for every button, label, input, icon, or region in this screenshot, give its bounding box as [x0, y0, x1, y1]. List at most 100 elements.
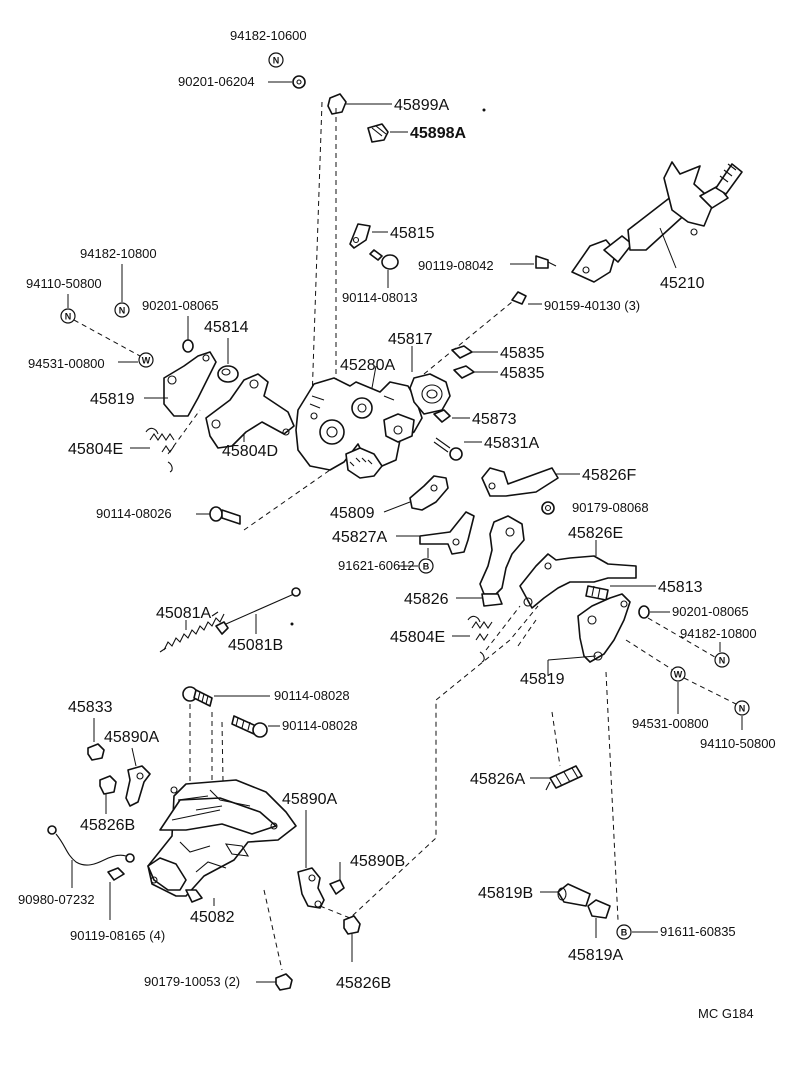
label-91621-60612: 91621-60612	[338, 558, 415, 573]
label-45826f: 45826F	[582, 467, 636, 484]
bolt-90159-40130	[511, 291, 527, 305]
label-45819a: 45819A	[568, 947, 623, 964]
svg-text:N: N	[119, 306, 126, 316]
label-45826b-left: 45826B	[80, 817, 135, 834]
nut-n-top: N	[268, 52, 284, 68]
label-45826e: 45826E	[568, 525, 623, 542]
bushing-45899a	[327, 93, 347, 115]
bracket-45827a	[419, 511, 475, 555]
label-45835-a: 45835	[500, 345, 545, 362]
washer-top	[292, 75, 306, 89]
label-90119-08042: 90119-08042	[418, 258, 494, 273]
label-45210: 45210	[660, 275, 705, 292]
label-45831a: 45831A	[484, 435, 539, 452]
label-45809: 45809	[330, 505, 375, 522]
spring-45804e-right	[467, 615, 493, 663]
label-94531-00800-right: 94531-00800	[632, 716, 709, 731]
lever-45826e	[519, 553, 637, 609]
bolt-b-91611: B	[616, 924, 632, 940]
bolt-45898a	[367, 123, 389, 143]
lever-45809	[409, 475, 449, 511]
label-90179-08068: 90179-08068	[572, 500, 649, 515]
nut-n-farright: N	[734, 700, 750, 716]
label-45819-right: 45819	[520, 671, 565, 688]
svg-text:N: N	[739, 704, 746, 714]
bushing-45890b	[329, 879, 345, 895]
label-45873: 45873	[472, 411, 517, 428]
pad-45835-b	[453, 365, 475, 379]
nut-n-farleft: N	[60, 308, 76, 324]
label-45819b: 45819B	[478, 885, 533, 902]
bolt-45831a	[433, 437, 463, 461]
lever-45819-left	[163, 351, 217, 417]
bolt-90114-08028-b	[231, 715, 268, 738]
label-45817: 45817	[388, 331, 433, 348]
label-90114-08026: 90114-08026	[96, 506, 172, 521]
label-90201-08065-right: 90201-08065	[672, 604, 749, 619]
label-90201-08065-left: 90201-08065	[142, 298, 219, 313]
label-45898a: 45898A	[410, 125, 466, 142]
nut-45833	[87, 743, 105, 761]
washer-w-left: W	[138, 352, 154, 368]
label-45280a: 45280A	[340, 357, 395, 374]
wire-90980-07232	[47, 825, 135, 866]
label-90119-08165: 90119-08165 (4)	[70, 928, 165, 943]
pad-45835-a	[451, 345, 473, 359]
label-94110-50800-left: 94110-50800	[26, 276, 102, 291]
svg-text:B: B	[621, 928, 628, 938]
bolt-b-91621: B	[418, 558, 434, 574]
nut-n-right: N	[714, 652, 730, 668]
label-45890a-left: 45890A	[104, 729, 159, 746]
label-45827a: 45827A	[332, 529, 387, 546]
lever-45826	[479, 515, 525, 607]
label-90201-06204: 90201-06204	[178, 74, 255, 89]
link-45890a-right	[297, 867, 325, 909]
spring-45813	[585, 585, 609, 601]
label-94182-10800-left: 94182-10800	[80, 246, 157, 261]
washer-w-right: W	[670, 666, 686, 682]
bracket-45082	[147, 779, 297, 903]
bushing-45826b-left	[99, 775, 117, 795]
label-90159-40130: 90159-40130 (3)	[544, 298, 640, 313]
label-90980-07232: 90980-07232	[18, 892, 95, 907]
nut-n-left: N	[114, 302, 130, 318]
bushing-45814	[217, 365, 239, 383]
arm-45804d	[205, 373, 295, 449]
pin-45826a	[545, 765, 583, 791]
nut-90179-08068	[541, 501, 555, 515]
spring-45081a	[159, 611, 225, 653]
rod-45081b	[215, 587, 301, 635]
svg-text:N: N	[719, 656, 726, 666]
svg-text:N: N	[65, 312, 72, 322]
bolt-90114-08026	[209, 506, 241, 525]
bolt-90119-08165	[107, 867, 125, 881]
svg-text:W: W	[142, 356, 151, 366]
label-94182-10800-right: 94182-10800	[680, 626, 757, 641]
label-94531-00800-left: 94531-00800	[28, 356, 105, 371]
svg-text:B: B	[423, 562, 430, 572]
bolt-90114-08013	[369, 249, 399, 270]
bolt-90119-08042	[535, 255, 557, 269]
bracket-45815	[349, 223, 371, 249]
label-45813: 45813	[658, 579, 703, 596]
housing-45280a	[295, 377, 423, 479]
svg-text:N: N	[273, 56, 280, 66]
label-91611-60835: 91611-60835	[660, 924, 736, 939]
label-45804e-left: 45804E	[68, 441, 123, 458]
spring-45804e-left	[145, 427, 175, 473]
label-45815: 45815	[390, 225, 435, 242]
label-45899a: 45899A	[394, 97, 449, 114]
label-45833: 45833	[68, 699, 113, 716]
label-90114-08028-a: 90114-08028	[274, 688, 350, 703]
bushing-45819a	[587, 899, 611, 919]
washer-left	[182, 339, 194, 353]
lever-45819-right	[577, 593, 631, 663]
label-94182-10600: 94182-10600	[230, 28, 307, 43]
svg-text:W: W	[674, 670, 683, 680]
bolt-90114-08028-a	[182, 686, 213, 707]
label-45081a: 45081A	[156, 605, 211, 622]
link-45890a-left	[125, 765, 151, 807]
label-45814: 45814	[204, 319, 249, 336]
washer-right	[638, 605, 650, 619]
